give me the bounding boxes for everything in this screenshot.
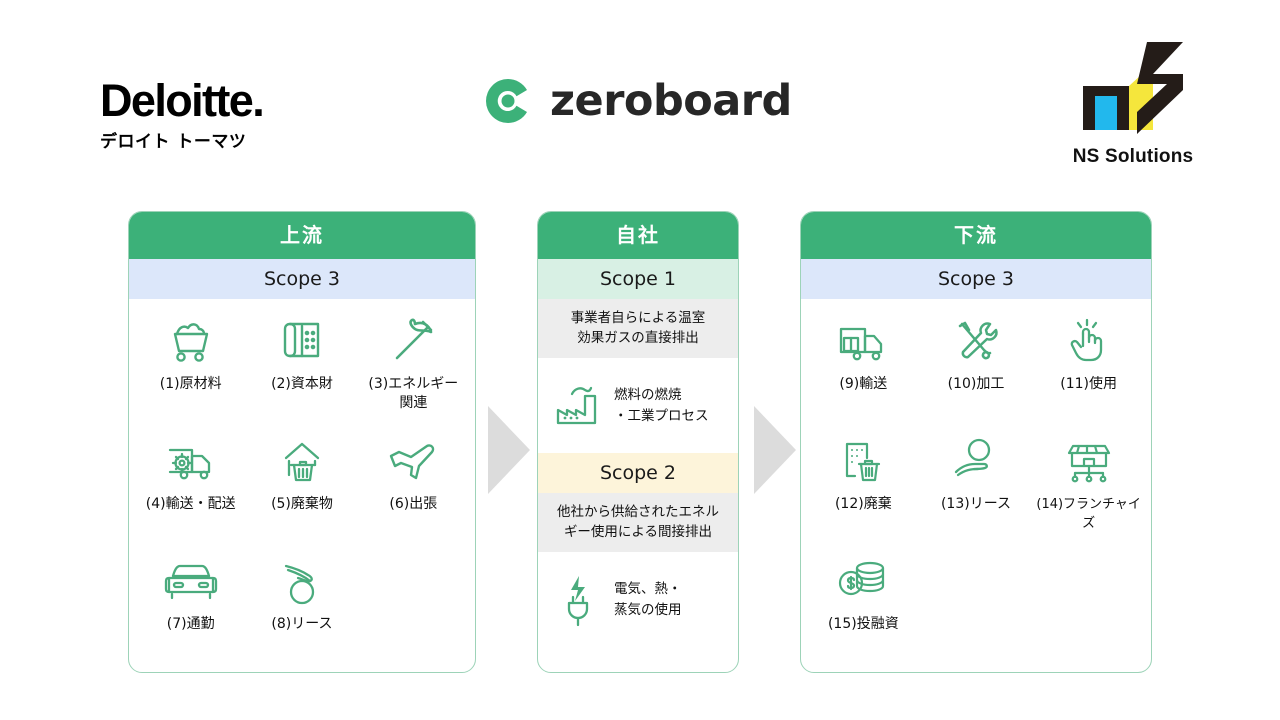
zeroboard-logo: zeroboard [483, 76, 792, 126]
airplane-icon [383, 429, 443, 491]
list-item-label: (1)原材料 [159, 376, 222, 392]
truck-gear-icon [160, 429, 222, 491]
deloitte-wordmark: Deloitte. [100, 75, 265, 126]
list-item-empty [1032, 549, 1145, 669]
ns-solutions-wordmark: NS Solutions [1072, 146, 1194, 167]
ns-solutions-logo: NS Solutions [1048, 40, 1218, 168]
hand-circle-lease-icon [274, 549, 330, 611]
logo-bar: Deloitte. デロイト トーマツ zeroboard [0, 0, 1280, 190]
scope1-description: 事業者自らによる温室 効果ガスの直接排出 [538, 299, 738, 358]
power-plug-bolt-icon [550, 572, 608, 628]
list-item-label: (3)エネルギー 関連 [368, 376, 459, 411]
list-item[interactable]: (11)使用 [1032, 309, 1145, 429]
upstream-icon-grid: (1)原材料 (2)資本財 [129, 299, 475, 669]
upstream-header: 上流 [129, 212, 475, 259]
scope2-band: Scope 2 [538, 453, 738, 493]
list-item-label: (2)資本財 [271, 376, 333, 392]
list-item-empty [920, 549, 1033, 669]
hand-circle-lease-icon [946, 429, 1006, 491]
list-item[interactable]: (5)廃棄物 [246, 429, 357, 549]
scope1-band: Scope 1 [538, 259, 738, 299]
upstream-scope-band: Scope 3 [129, 259, 475, 299]
list-item[interactable]: (10)加工 [920, 309, 1033, 429]
list-item-label: (9)輸送 [839, 376, 888, 392]
list-item-label: (10)加工 [947, 376, 1005, 392]
list-item-label: (5)廃棄物 [271, 496, 333, 512]
downstream-card: 下流 Scope 3 (9)輸送 [800, 211, 1152, 673]
house-trash-icon [274, 429, 330, 491]
list-item[interactable]: (4)輸送・配送 [135, 429, 246, 549]
list-item[interactable]: (15)投融資 [807, 549, 920, 669]
list-item[interactable]: (7)通勤 [135, 549, 246, 669]
list-item-label: (11)使用 [1060, 376, 1118, 392]
list-item[interactable]: (2)資本財 [246, 309, 357, 429]
downstream-icon-grid: (9)輸送 (10)加工 [801, 299, 1151, 669]
pointing-hand-icon [1061, 309, 1117, 371]
building-blueprint-icon [274, 309, 330, 371]
flow-arrow-upstream-to-own [486, 404, 532, 496]
list-item-label: (15)投融資 [827, 616, 899, 632]
list-item-label: (7)通勤 [166, 616, 215, 632]
upstream-card: 上流 Scope 3 (1)原材料 [128, 211, 476, 673]
list-item-label: (6)出張 [389, 496, 438, 512]
deloitte-subtitle: デロイト トーマツ [100, 132, 247, 152]
factory-smoke-icon [550, 381, 608, 431]
zeroboard-wordmark: zeroboard [550, 75, 792, 126]
flow-arrow-own-to-downstream [752, 404, 798, 496]
list-item-label: (14)フランチャイズ [1036, 497, 1141, 531]
list-item[interactable]: (13)リース [920, 429, 1033, 549]
list-item[interactable]: (14)フランチャイズ [1032, 429, 1145, 549]
scope2-description: 他社から供給されたエネル ギー使用による間接排出 [538, 493, 738, 552]
pickaxe-icon [385, 309, 441, 371]
list-item[interactable]: (8)リース [246, 549, 357, 669]
downstream-header: 下流 [801, 212, 1151, 259]
list-item[interactable]: (3)エネルギー 関連 [358, 309, 469, 429]
list-item-empty [358, 549, 469, 669]
list-item-label: (13)リース [940, 496, 1012, 512]
list-item[interactable]: (1)原材料 [135, 309, 246, 429]
list-item[interactable]: (6)出張 [358, 429, 469, 549]
storefront-network-icon [1059, 429, 1119, 491]
scope2-row[interactable]: 電気、熱・ 蒸気の使用 [538, 552, 738, 647]
delivery-truck-icon [832, 309, 894, 371]
list-item-label: (4)輸送・配送 [145, 496, 236, 512]
car-front-icon [161, 549, 221, 611]
deloitte-logo: Deloitte. デロイト トーマツ [100, 75, 265, 152]
zeroboard-c-mark-icon [483, 76, 533, 126]
own-company-card: 自社 Scope 1 事業者自らによる温室 効果ガスの直接排出 燃料の燃焼 ・工… [537, 211, 739, 673]
tools-cross-icon [948, 309, 1004, 371]
mining-cart-icon [163, 309, 219, 371]
list-item-label: (8)リース [271, 616, 333, 632]
building-trash-icon [835, 429, 891, 491]
own-header: 自社 [538, 212, 738, 259]
list-item-label: (12)廃棄 [834, 496, 892, 512]
downstream-scope-band: Scope 3 [801, 259, 1151, 299]
list-item[interactable]: (9)輸送 [807, 309, 920, 429]
list-item[interactable]: (12)廃棄 [807, 429, 920, 549]
ns-monogram-icon [1075, 40, 1191, 136]
scope1-row[interactable]: 燃料の燃焼 ・工業プロセス [538, 358, 738, 453]
coins-dollar-icon [834, 549, 892, 611]
scope1-row-label: 燃料の燃焼 ・工業プロセス [614, 386, 709, 424]
scope2-row-label: 電気、熱・ 蒸気の使用 [614, 580, 682, 618]
